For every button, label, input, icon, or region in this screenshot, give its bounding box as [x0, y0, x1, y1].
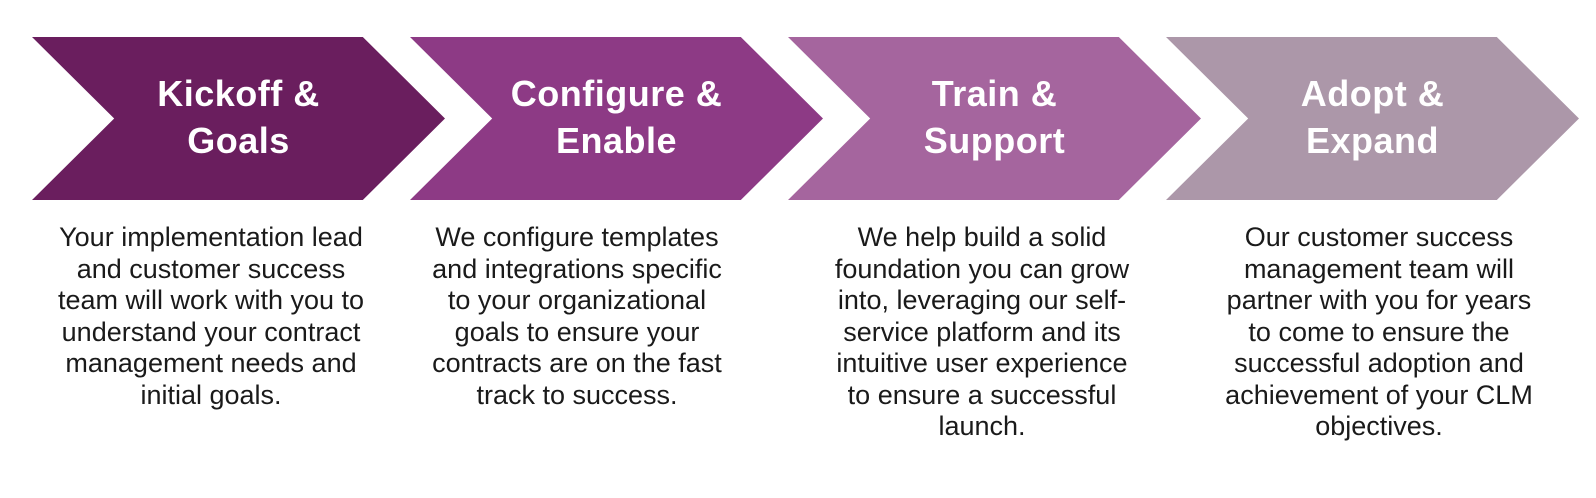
step-title-line: Enable — [555, 119, 678, 161]
step-description: We configure templates and integrations … — [432, 222, 722, 410]
step-description: Your implementation lead and customer su… — [57, 222, 365, 410]
step-description: Our customer success management team wil… — [1225, 222, 1533, 441]
step-title-line: Configure & — [510, 72, 723, 114]
step-title-line: Support — [923, 119, 1066, 161]
step-title: Kickoff & Goals — [157, 70, 320, 164]
step-title-line: Kickoff & — [157, 72, 320, 114]
step-title-line: Train & — [931, 72, 1058, 114]
step-title: Adopt & Expand — [1301, 70, 1444, 164]
step-title: Configure & Enable — [511, 70, 722, 164]
step-chevron-configure-enable: Configure & Enable — [410, 37, 823, 200]
step-title-line: Expand — [1305, 119, 1440, 161]
step-description: We help build a solid foundation you can… — [834, 222, 1130, 441]
step-title-line: Adopt & — [1300, 72, 1445, 114]
step-chevron-adopt-expand: Adopt & Expand — [1166, 37, 1579, 200]
step-title-line: Goals — [187, 119, 290, 161]
step-chevron-kickoff-goals: Kickoff & Goals — [32, 37, 445, 200]
step-chevron-train-support: Train & Support — [788, 37, 1201, 200]
step-title: Train & Support — [924, 70, 1065, 164]
